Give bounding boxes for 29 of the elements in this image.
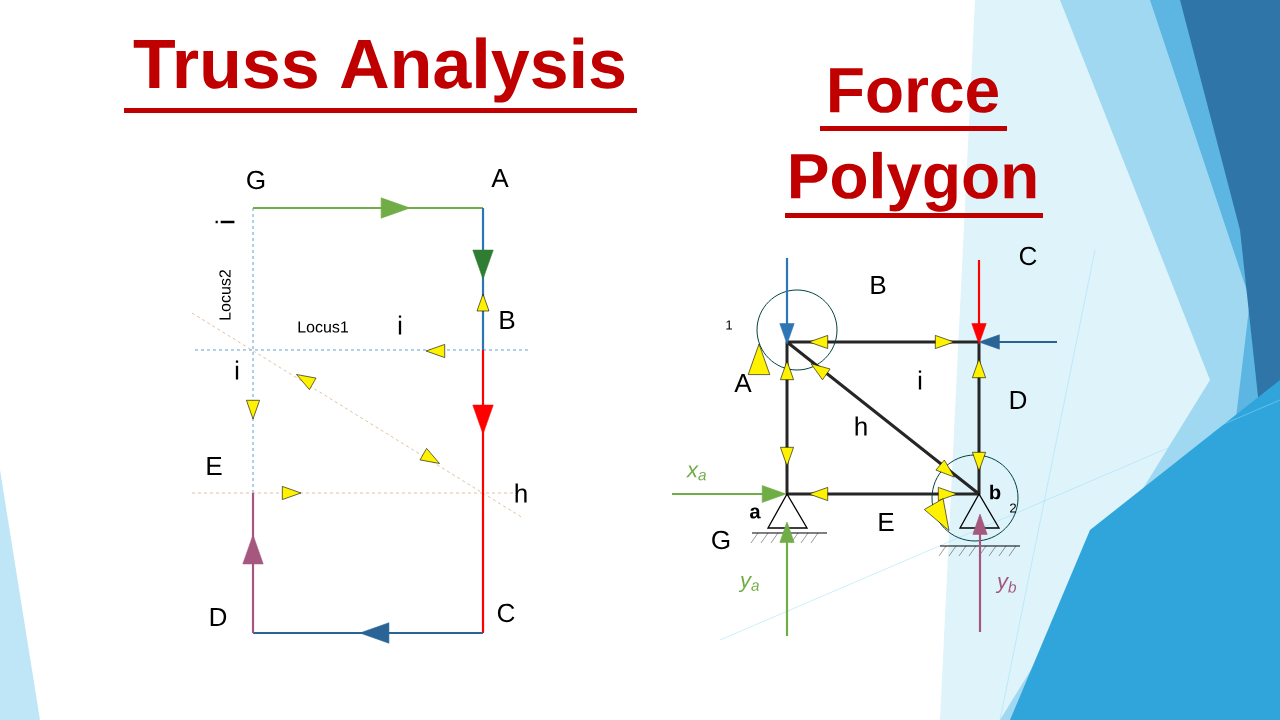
region-label: i — [398, 315, 402, 335]
region-label: h — [515, 483, 527, 503]
region-label: C — [497, 603, 515, 623]
joint-label: a — [750, 507, 761, 519]
joint-number: 2 — [1010, 503, 1016, 513]
region-label: A — [491, 169, 509, 187]
force-label: x$_{a}$ — [686, 465, 706, 481]
region-label: E — [879, 513, 894, 531]
force-label: y$_{b}$ — [995, 576, 1017, 594]
region-label: i — [235, 360, 239, 380]
region-label: C — [1019, 246, 1037, 266]
locus-label: Locus2 — [219, 270, 231, 320]
region-label: B — [871, 276, 886, 294]
locus-label: Locus1 — [298, 321, 348, 333]
region-label: A — [734, 374, 752, 392]
region-label: i — [215, 220, 235, 224]
region-label: G — [247, 170, 265, 190]
joint-number: 1 — [726, 320, 732, 330]
region-label: D — [1010, 391, 1027, 409]
region-label: D — [210, 608, 227, 626]
title: Truss Analysis — [124, 37, 637, 113]
force-label: y$_{a}$ — [738, 575, 759, 593]
region-label: G — [712, 530, 730, 550]
region-label: h — [855, 416, 867, 436]
joint-label: b — [990, 484, 1001, 500]
title: Force Polygon — [785, 68, 1043, 218]
region-label: i — [918, 370, 922, 390]
region-label: E — [207, 457, 222, 475]
region-label: B — [500, 311, 515, 329]
